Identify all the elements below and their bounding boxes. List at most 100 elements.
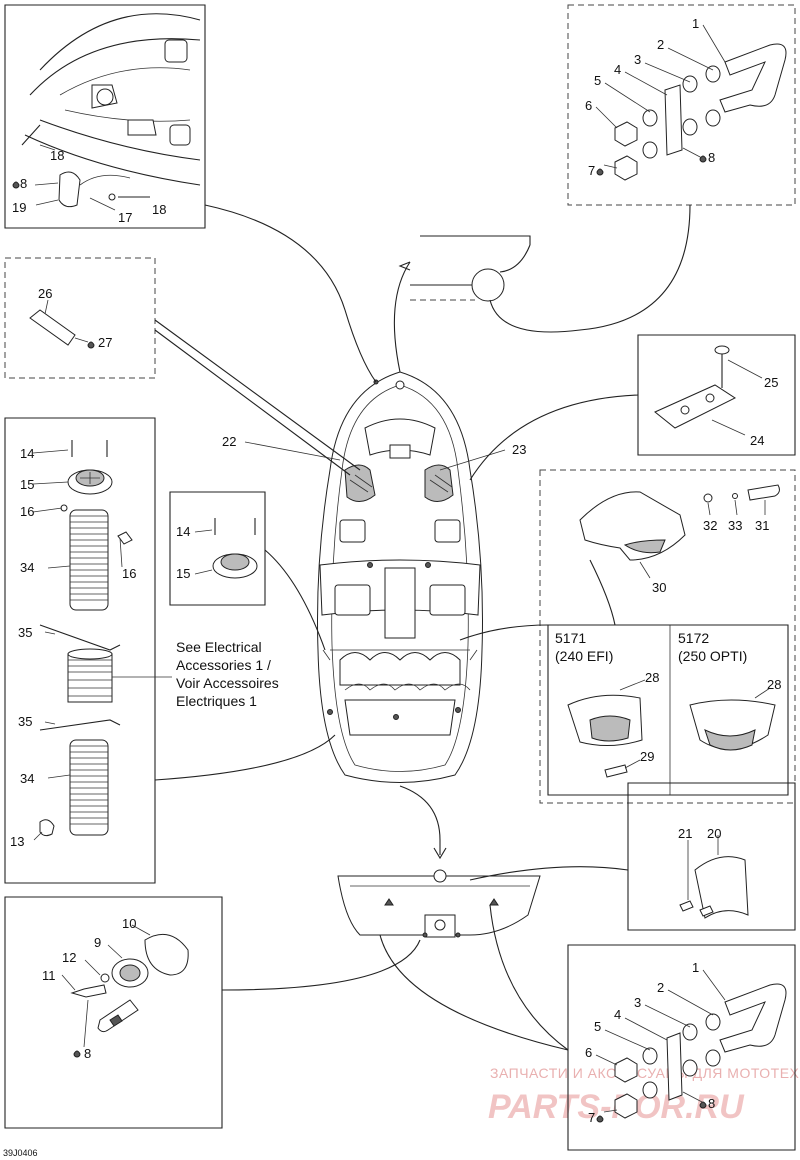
callout: 4 [614,62,621,77]
stern-view [337,785,541,938]
callout: 6 [585,98,592,113]
hull-top-view: 22 23 [222,371,526,783]
pin-18-a [21,124,41,146]
note-line1: See Electrical [176,639,262,655]
callout: 25 [764,375,778,390]
stern-outline [337,875,541,936]
callout: 30 [652,580,666,595]
callout: 6 [585,1045,592,1060]
bellows-hose-upper [69,509,109,611]
callout: 7 [588,1110,595,1125]
callout: 8 [84,1046,91,1061]
handle-bar [719,983,787,1053]
callout: 20 [707,826,721,841]
panel-top-right-hardware: 1 2 3 4 5 6 7 8 [567,4,796,206]
callout: 15 [176,566,190,581]
callout: 7 [588,163,595,178]
callout: 9 [94,935,101,950]
callout: 14 [176,524,190,539]
panel-20-21: 21 20 [627,782,796,931]
callout: 18 [152,202,166,217]
callout: 5 [594,1019,601,1034]
leader-lines [154,204,691,1051]
hull-edge [39,13,201,71]
callout: 26 [38,286,52,301]
note-line4: Electriques 1 [176,693,257,709]
panel-border [4,4,206,229]
nut [614,121,638,147]
callout: 8 [20,176,27,191]
callout: 21 [678,826,692,841]
callout: 2 [657,980,664,995]
variant-left-desc: (240 EFI) [555,648,613,664]
screw [214,518,256,535]
callout: 3 [634,995,641,1010]
screw [71,440,108,457]
front-storage [364,418,436,456]
callout: 8 [708,150,715,165]
panel-bottom-right-hardware: 1 2 3 4 5 6 7 8 [567,944,796,1151]
callout: 33 [728,518,742,533]
nut [614,1057,638,1083]
panel-border [4,417,156,884]
callout: 4 [614,1007,621,1022]
backing-plate [664,84,683,156]
panel-covers: 32 33 31 30 5171 (240 EFI) 5172 (250 OPT… [539,469,796,804]
note-line3: Voir Accessoires [176,675,279,691]
callout: 35 [18,625,32,640]
callout: 1 [692,960,699,975]
callout: 3 [634,52,641,67]
rubber-strip [29,309,76,346]
callout: 22 [222,434,236,449]
panel-border [4,257,156,379]
variant-right-code: 5172 [678,630,709,646]
sealant-icon [12,181,20,189]
sealant-icon [699,1101,707,1109]
rear-seat [339,652,461,686]
panel-24-25: 25 24 [637,334,796,456]
callout: 24 [750,433,764,448]
washer [705,65,721,83]
callout: 12 [62,950,76,965]
panel-26: 26 27 [4,257,156,379]
callout: 29 [640,749,654,764]
variant-right-desc: (250 OPTI) [678,648,747,664]
document-code: 39J0406 [3,1148,38,1158]
panel-border [169,491,266,606]
callout: 5 [594,73,601,88]
cable-tie [39,624,121,651]
panel-border [539,469,796,804]
sealant-icon [73,1050,81,1058]
pin-29 [604,764,628,778]
sealant-icon [596,168,604,176]
callout: 2 [657,37,664,52]
latch-31 [747,484,780,501]
variant-left-code: 5171 [555,630,586,646]
backing-plate [666,1032,683,1101]
handle-bar [719,43,787,113]
watermark: ЗАПЧАСТИ И АКСЕССУАРЫ ДЛЯ МОТОТЕХНИКИ PA… [488,1065,800,1126]
callout: 28 [767,677,781,692]
panel-border [567,4,796,206]
callout: 35 [18,714,32,729]
bellows-hose-lower [69,739,109,836]
callout: 19 [12,200,26,215]
callout: 34 [20,771,34,786]
callout: 10 [122,916,136,931]
callout: 14 [20,446,34,461]
vent-23 [424,464,454,502]
watermark-line1: ЗАПЧАСТИ И АКСЕССУАРЫ ДЛЯ МОТОТЕХНИКИ [490,1065,800,1081]
callout: 18 [50,148,64,163]
callout: 27 [98,335,112,350]
panel-border [637,334,796,456]
callout: 32 [703,518,717,533]
panel-border [567,944,796,1151]
electrical-note: See Electrical Accessories 1 / Voir Acce… [112,639,279,709]
panel-vent-hose: 14 15 16 34 16 35 35 34 13 [4,417,156,884]
callout: 1 [692,16,699,31]
panel-top-left: 18 8 19 17 18 [4,4,206,229]
bracket-plate [654,384,737,429]
callout: 15 [20,477,34,492]
panel-border [627,782,796,931]
